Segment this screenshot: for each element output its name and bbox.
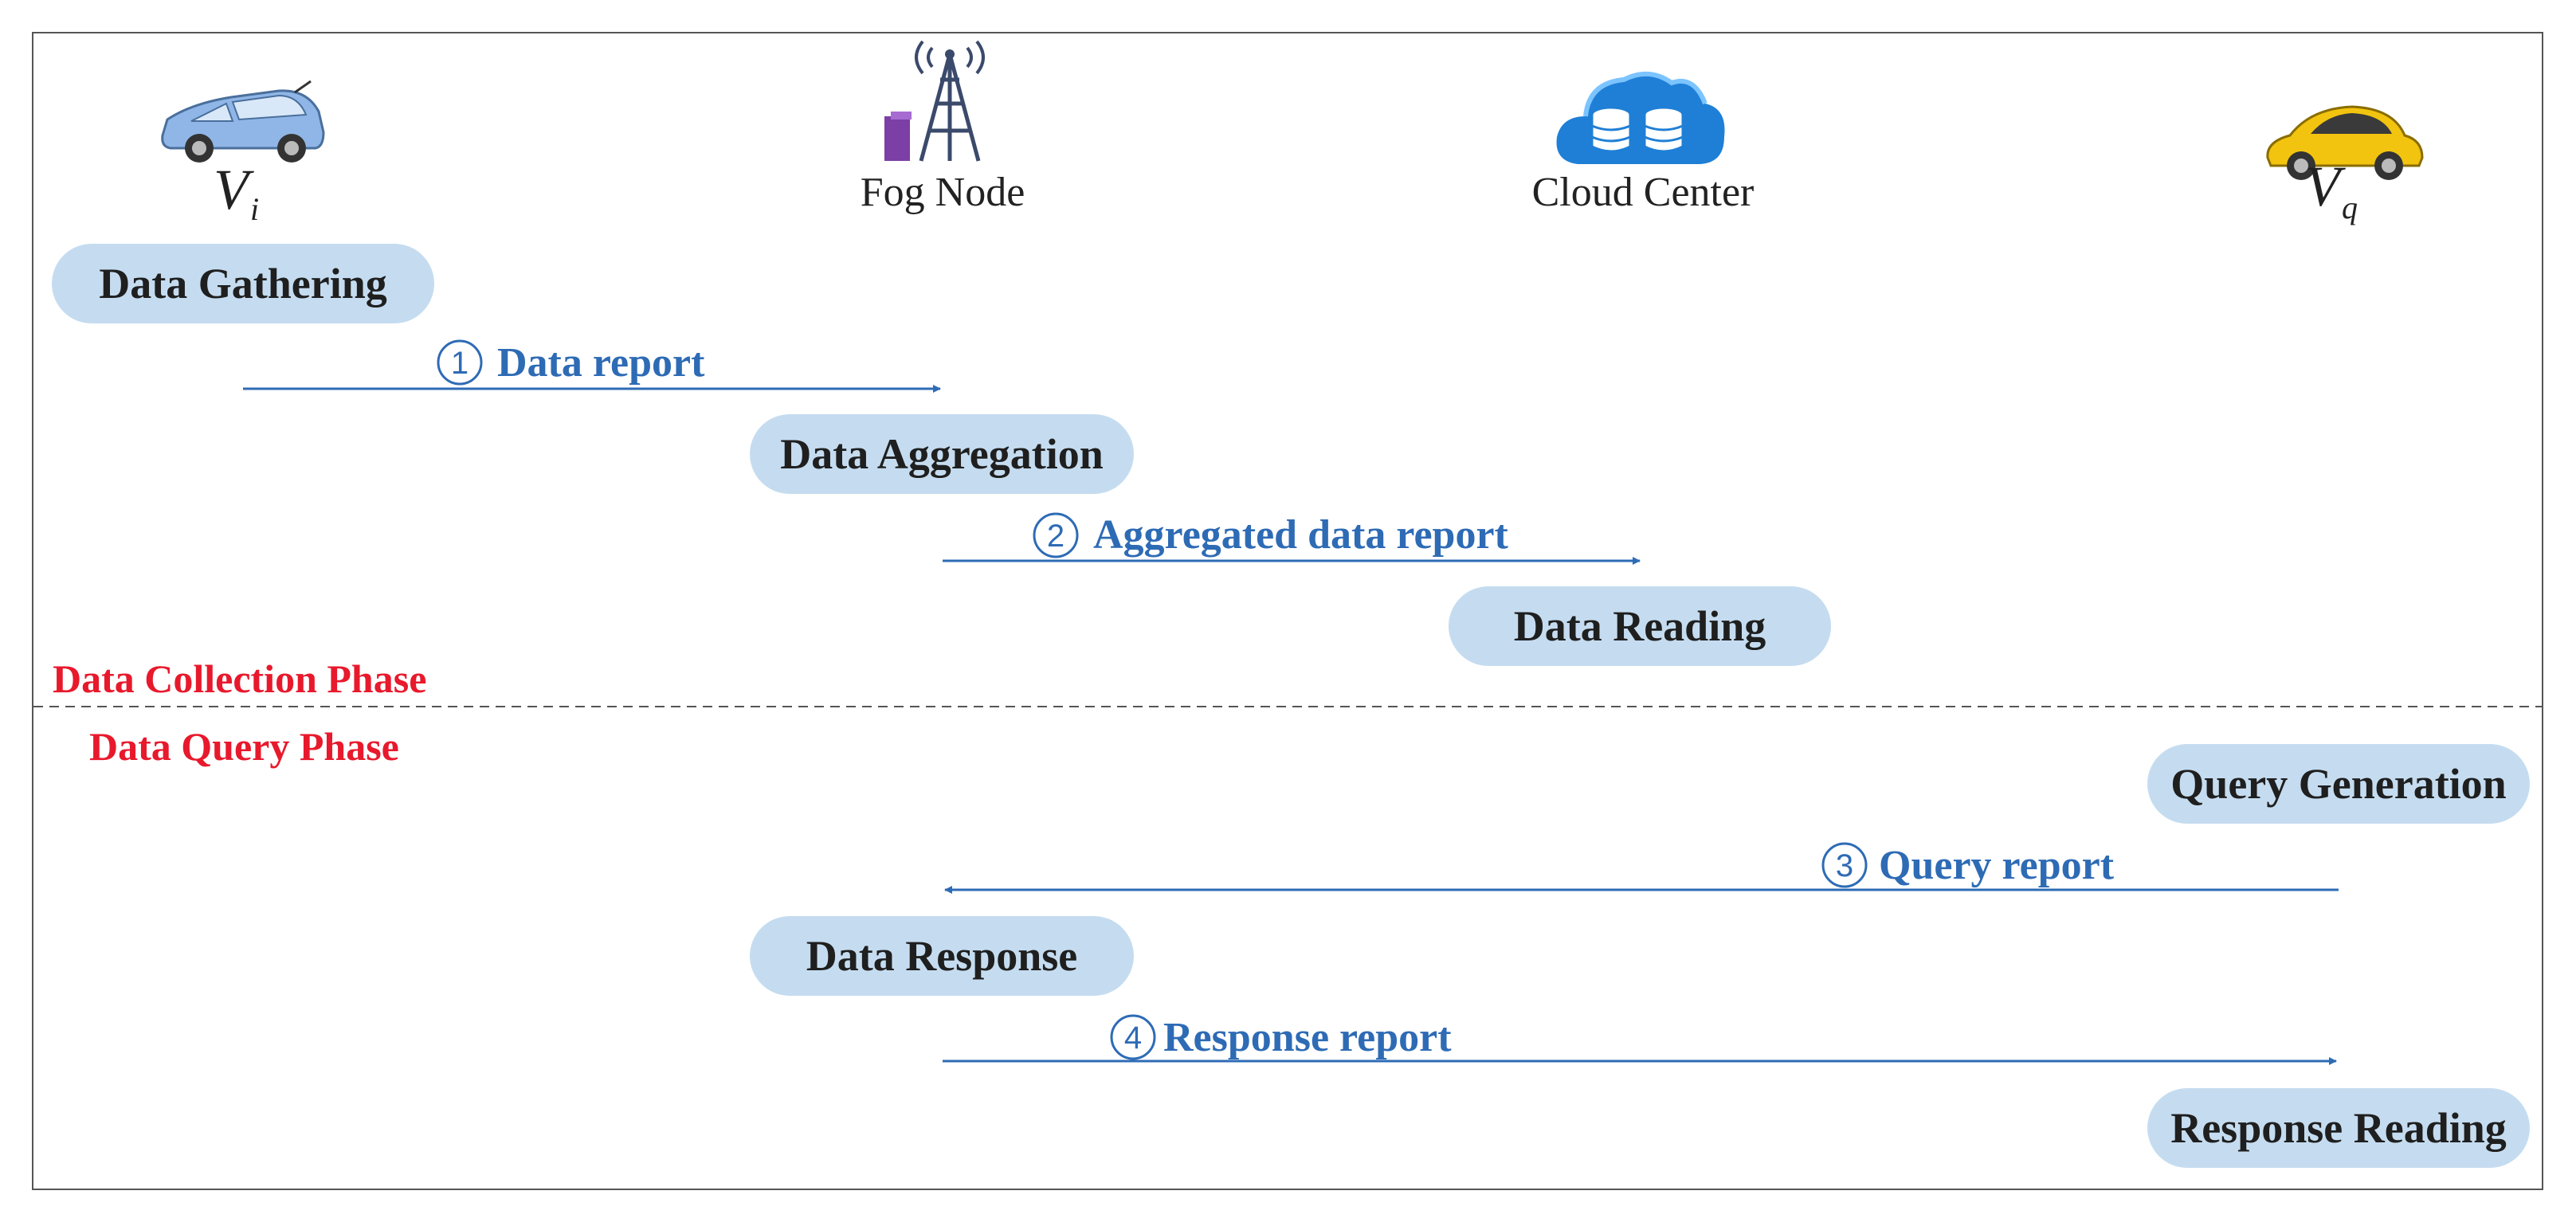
vi-label: V xyxy=(214,158,254,221)
message-data-report: 1 Data report xyxy=(243,339,941,393)
message-response-report: 4 Response report xyxy=(943,1014,2337,1065)
step-label: Data Gathering xyxy=(99,260,386,307)
vi-subscript: i xyxy=(250,191,259,227)
step-data-gathering: Data Gathering xyxy=(52,244,434,323)
step-query-generation: Query Generation xyxy=(2147,744,2530,824)
step-data-reading: Data Reading xyxy=(1449,586,1831,666)
step-number-circle xyxy=(1821,842,1868,888)
message-query-report: 3 Query report xyxy=(944,842,2339,894)
step-response-reading: Response Reading xyxy=(2147,1088,2530,1168)
cloud-center-label: Cloud Center xyxy=(1532,170,1755,215)
message-label: Query report xyxy=(1879,843,2115,888)
fog-node-label: Fog Node xyxy=(861,170,1025,215)
step-number: 1 xyxy=(451,346,469,381)
cloud-database-icon xyxy=(1556,71,1725,164)
car-icon xyxy=(161,80,325,163)
phase-label-query: Data Query Phase xyxy=(89,724,399,769)
diagram-frame xyxy=(32,32,2543,1190)
step-number-circle xyxy=(1110,1014,1156,1060)
step-label: Data Aggregation xyxy=(780,430,1103,478)
step-data-aggregation: Data Aggregation xyxy=(750,414,1134,494)
step-label: Query Generation xyxy=(2170,760,2506,808)
message-aggregated-data-report: 2 Aggregated data report xyxy=(943,512,1641,565)
vq-label: V xyxy=(2305,155,2346,218)
step-number: 3 xyxy=(1836,848,1853,883)
message-label: Aggregated data report xyxy=(1093,512,1509,558)
message-label: Response report xyxy=(1163,1015,1452,1060)
step-label: Data Reading xyxy=(1514,602,1766,650)
step-number: 2 xyxy=(1047,519,1065,554)
phase-label-collection: Data Collection Phase xyxy=(53,656,426,701)
step-number: 4 xyxy=(1124,1020,1142,1056)
step-label: Data Response xyxy=(806,932,1078,980)
message-label: Data report xyxy=(497,340,705,386)
step-data-response: Data Response xyxy=(750,916,1134,996)
fog-tower-icon xyxy=(884,40,985,162)
vq-subscript: q xyxy=(2342,190,2358,225)
step-number-circle xyxy=(1033,512,1079,558)
step-number-circle xyxy=(437,339,483,386)
car-icon xyxy=(2266,105,2424,180)
step-label: Response Reading xyxy=(2170,1104,2507,1152)
